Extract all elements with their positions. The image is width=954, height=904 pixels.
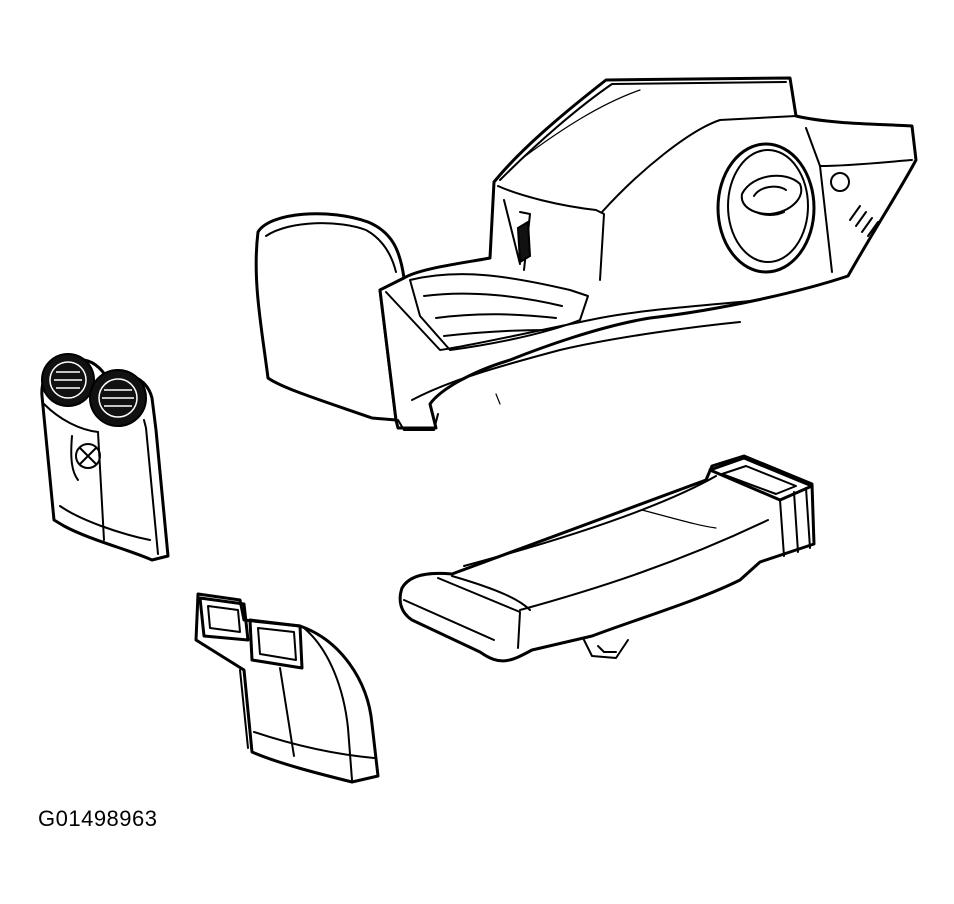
figure-id-label: G01498963 — [38, 806, 158, 831]
dual-vent-outlet — [40, 353, 170, 562]
floor-console-housing — [254, 76, 918, 431]
console-air-duct — [398, 454, 816, 663]
twin-air-duct — [194, 592, 380, 784]
